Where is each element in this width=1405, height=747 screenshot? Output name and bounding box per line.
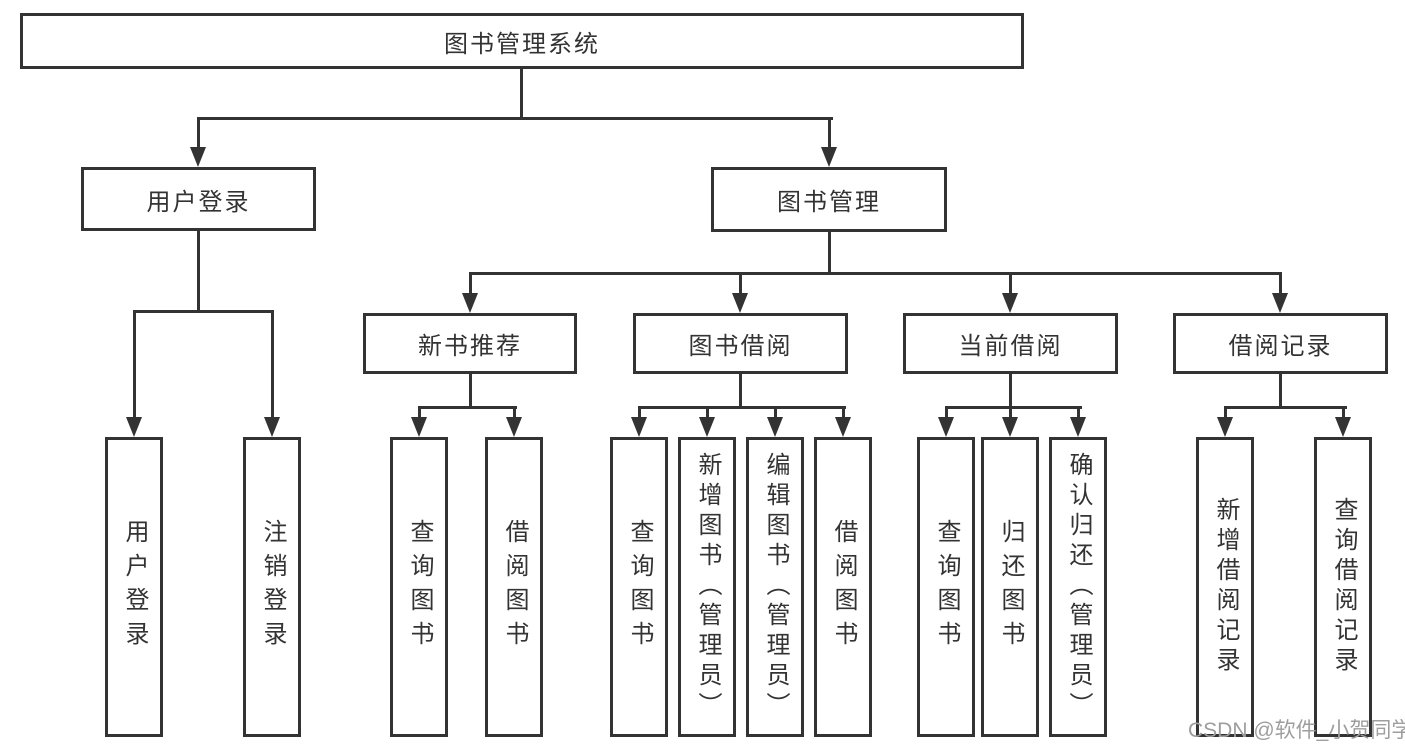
- connector-line: [739, 374, 742, 409]
- arrow-down-icon: [1002, 417, 1018, 437]
- arrow-down-icon: [462, 293, 478, 313]
- connector-line: [469, 374, 472, 409]
- connector-line: [828, 117, 831, 149]
- arrow-down-icon: [835, 417, 851, 437]
- node-book-borrow: 图书借阅: [633, 313, 848, 374]
- connector-line: [469, 272, 472, 296]
- connector-line: [513, 406, 516, 420]
- node-current-borrow: 当前借阅: [903, 313, 1118, 374]
- arrow-down-icon: [699, 417, 715, 437]
- leaf-edit-book-admin: 编辑图书（管理员）: [746, 437, 804, 737]
- connector-line: [1077, 406, 1080, 420]
- leaf-user-login: 用户登录: [105, 437, 163, 737]
- node-user-login: 用户登录: [81, 167, 316, 231]
- connector-line: [418, 406, 517, 409]
- leaf-return-book: 归还图书: [981, 437, 1039, 737]
- arrow-down-icon: [411, 417, 427, 437]
- arrow-down-icon: [938, 417, 954, 437]
- arrow-down-icon: [732, 293, 748, 313]
- leaf-add-borrow-record: 新增借阅记录: [1196, 437, 1254, 737]
- leaf-query-books-borrow: 查询图书: [610, 437, 668, 737]
- connector-line: [1224, 406, 1227, 420]
- connector-line: [520, 69, 523, 117]
- connector-line: [197, 117, 833, 120]
- connector-line: [133, 310, 136, 418]
- connector-line: [638, 406, 846, 409]
- arrow-down-icon: [126, 417, 142, 437]
- arrow-down-icon: [506, 417, 522, 437]
- arrow-down-icon: [821, 147, 837, 167]
- arrow-down-icon: [1002, 293, 1018, 313]
- connector-line: [133, 310, 274, 313]
- leaf-borrow-books-newbook: 借阅图书: [485, 437, 543, 737]
- connector-line: [1224, 406, 1347, 409]
- arrow-down-icon: [1070, 417, 1086, 437]
- connector-line: [945, 406, 1082, 409]
- connector-line: [706, 406, 709, 420]
- connector-line: [1279, 272, 1282, 296]
- arrow-down-icon: [631, 417, 647, 437]
- leaf-query-borrow-record: 查询借阅记录: [1314, 437, 1372, 737]
- leaf-query-books-newbook: 查询图书: [390, 437, 448, 737]
- connector-line: [1279, 374, 1282, 409]
- connector-line: [1009, 374, 1012, 409]
- connector-line: [828, 232, 831, 275]
- arrow-down-icon: [1335, 417, 1351, 437]
- node-root: 图书管理系统: [20, 13, 1024, 69]
- arrow-down-icon: [767, 417, 783, 437]
- connector-line: [1009, 272, 1012, 296]
- connector-line: [469, 272, 1282, 275]
- connector-line: [271, 310, 274, 418]
- connector-line: [945, 406, 948, 420]
- node-book-management: 图书管理: [711, 167, 947, 232]
- connector-line: [197, 231, 200, 310]
- leaf-add-book-admin: 新增图书（管理员）: [678, 437, 736, 737]
- connector-line: [1009, 406, 1012, 420]
- watermark: CSDN @软件_小贺同学: [1188, 719, 1405, 742]
- arrow-down-icon: [1272, 293, 1288, 313]
- connector-line: [842, 406, 845, 420]
- connector-line: [1342, 406, 1345, 420]
- connector-line: [638, 406, 641, 420]
- node-borrow-records: 借阅记录: [1173, 313, 1388, 374]
- arrow-down-icon: [190, 147, 206, 167]
- node-new-book-recommend: 新书推荐: [363, 313, 577, 374]
- connector-line: [774, 406, 777, 420]
- connector-line: [197, 117, 200, 149]
- connector-line: [418, 406, 421, 420]
- arrow-down-icon: [1217, 417, 1233, 437]
- leaf-logout: 注销登录: [243, 437, 301, 737]
- connector-line: [739, 272, 742, 296]
- arrow-down-icon: [264, 417, 280, 437]
- leaf-query-books-current: 查询图书: [917, 437, 975, 737]
- leaf-confirm-return-admin: 确认归还（管理员）: [1049, 437, 1107, 737]
- leaf-borrow-books-borrow: 借阅图书: [814, 437, 872, 737]
